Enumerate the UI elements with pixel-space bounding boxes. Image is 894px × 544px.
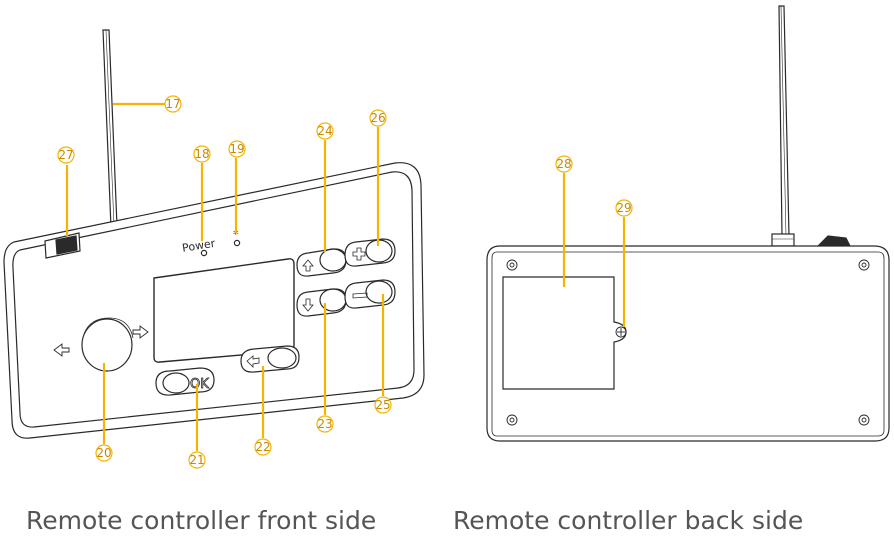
- callout-number: 18: [194, 147, 209, 161]
- callout-19: 19: [228, 140, 246, 158]
- callout-leaders: [65, 102, 626, 451]
- callout-markers: 17 18 19 20 21 22 23 24: [57, 95, 633, 469]
- callout-number: 24: [317, 124, 332, 138]
- callout-number: 25: [375, 398, 390, 412]
- callout-number: 17: [165, 97, 180, 111]
- callout-number: 26: [370, 111, 385, 125]
- callout-number: 27: [58, 148, 73, 162]
- callout-27: 27: [57, 146, 75, 164]
- callout-23: 23: [316, 415, 334, 433]
- power-label: Power: [181, 237, 216, 255]
- down-arrow-icon: [302, 298, 314, 312]
- back-screws: [506, 259, 870, 426]
- callout-28: 28: [555, 155, 573, 173]
- front-antenna: [102, 29, 126, 242]
- up-button: [296, 248, 347, 277]
- minus-icon: [352, 292, 368, 299]
- power-led: [200, 249, 208, 257]
- front-view: [3, 29, 425, 439]
- callout-17: 17: [164, 95, 182, 113]
- callout-number: 19: [229, 142, 244, 156]
- asterisk-label: *: [233, 228, 239, 241]
- ok-label: OK: [190, 377, 209, 392]
- minus-button: [344, 279, 396, 309]
- right-arrow-icon: [132, 325, 149, 339]
- back-antenna: [771, 5, 795, 247]
- down-button: [296, 288, 347, 317]
- callout-21: 21: [188, 451, 206, 469]
- callout-number: 29: [616, 201, 631, 215]
- callout-26: 26: [369, 109, 387, 127]
- callout-20: 20: [95, 444, 113, 462]
- battery-cover: [502, 276, 627, 390]
- back-view: [486, 5, 890, 442]
- front-screen: [153, 258, 295, 363]
- front-side-caption: Remote controller front side: [26, 506, 377, 535]
- callout-29: 29: [615, 199, 633, 217]
- plus-button: [344, 238, 396, 267]
- up-arrow-icon: [302, 259, 314, 272]
- back-side-caption: Remote controller back side: [453, 506, 804, 535]
- return-button: [240, 345, 300, 373]
- return-icon: [246, 355, 260, 368]
- left-arrow-icon: [53, 343, 70, 357]
- joystick-knob: [81, 317, 134, 372]
- callout-24: 24: [316, 122, 334, 140]
- callout-25: 25: [374, 396, 392, 414]
- ok-button: [155, 367, 215, 396]
- plus-icon: [352, 247, 366, 261]
- status-led: [233, 239, 241, 247]
- callout-22: 22: [254, 438, 272, 456]
- callout-number: 21: [189, 453, 204, 467]
- callout-number: 20: [96, 446, 111, 460]
- callout-number: 28: [556, 157, 571, 171]
- callout-number: 22: [255, 440, 270, 454]
- power-switch: [44, 232, 81, 259]
- callout-18: 18: [193, 145, 211, 163]
- back-switch: [816, 235, 851, 247]
- cover-screw: [615, 326, 627, 338]
- callout-number: 23: [317, 417, 332, 431]
